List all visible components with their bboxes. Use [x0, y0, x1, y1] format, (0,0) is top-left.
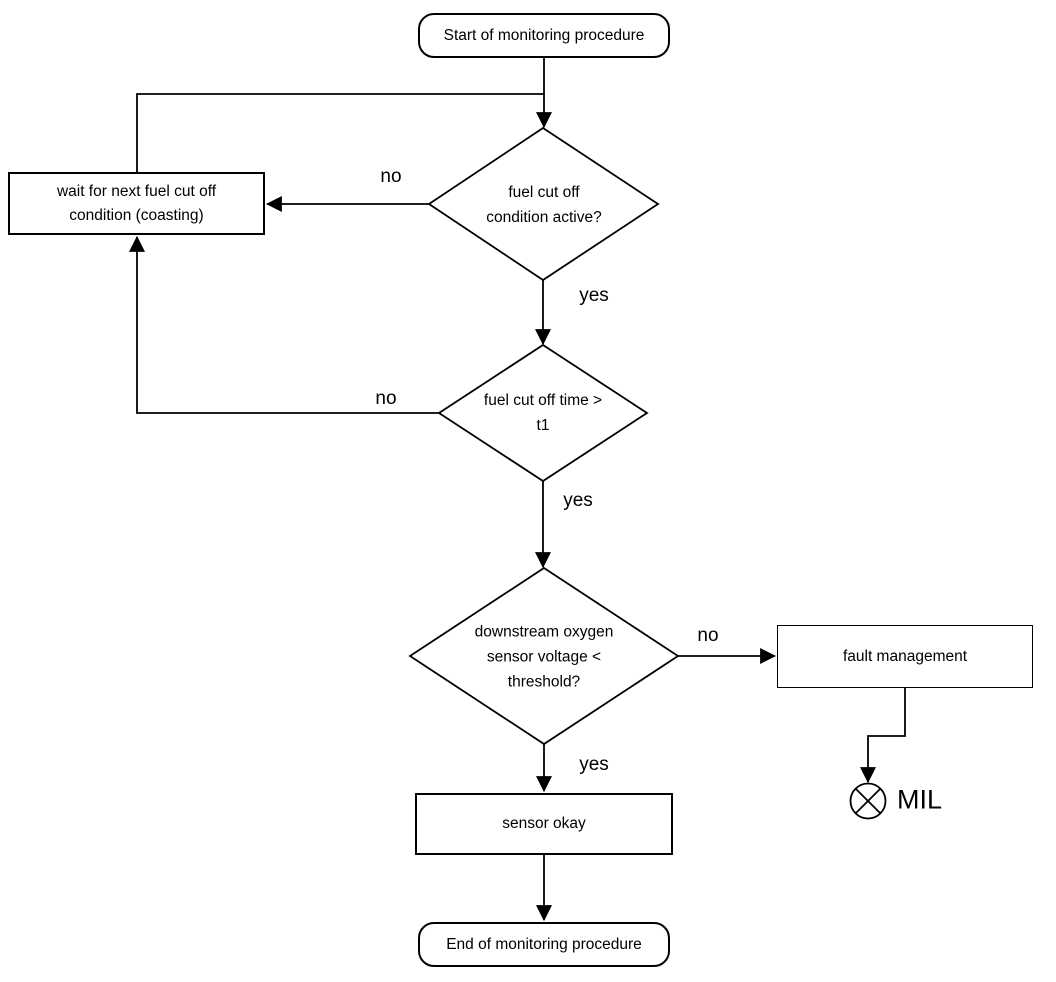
decision2-no-label: no	[375, 388, 397, 409]
decision3-label: downstream oxygen sensor voltage < thres…	[474, 623, 614, 691]
start-node: Start of monitoring procedure	[418, 13, 670, 58]
decision3-yes-label: yes	[579, 754, 609, 775]
decision1-yes-label: yes	[579, 285, 609, 306]
mil-label: MIL	[897, 784, 943, 815]
edge-decision2-no-to-wait	[129, 235, 439, 414]
decision1-label: fuel cut off condition active?	[486, 184, 602, 226]
edge-fault-to-mil	[860, 688, 906, 784]
decision1-no-label: no	[380, 166, 402, 187]
sensor-okay-node: sensor okay	[415, 793, 673, 855]
wait-node: wait for next fuel cut off condition (co…	[8, 172, 265, 235]
edge-wait-to-decision1	[136, 93, 544, 172]
end-node: End of monitoring procedure	[418, 922, 670, 967]
decision2-label: fuel cut off time > t1	[483, 392, 603, 434]
mil-lamp-icon	[849, 782, 887, 820]
decision2-yes-label: yes	[563, 490, 593, 511]
fault-management-node: fault management	[777, 625, 1033, 688]
decision3-no-label: no	[697, 625, 719, 646]
